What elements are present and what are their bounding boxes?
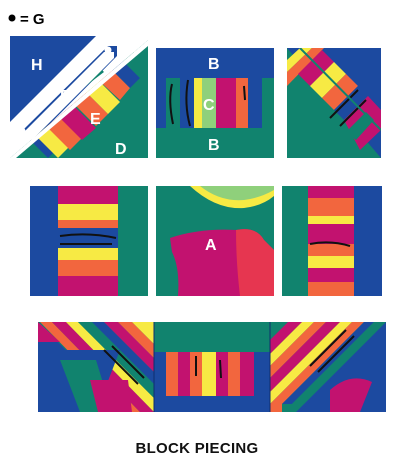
block-center-a: A <box>156 186 274 296</box>
label-f: F <box>60 88 70 105</box>
diagram-caption: BLOCK PIECING <box>0 440 394 457</box>
block-vertical-stripes-left <box>30 186 148 296</box>
block-diagonal-assembled <box>287 48 381 158</box>
legend-dot-icon <box>9 15 16 22</box>
g-dot-icon <box>123 41 130 48</box>
label-a: A <box>205 237 217 254</box>
label-h: H <box>31 57 43 74</box>
legend: = G <box>9 11 45 28</box>
block-vertical-stripes-right <box>282 186 382 296</box>
label-d: D <box>115 141 127 158</box>
legend-text: = G <box>20 11 45 28</box>
label-e: E <box>90 111 101 128</box>
label-c: C <box>203 97 215 114</box>
label-b-top: B <box>208 56 220 73</box>
diagonal-unit-block: H F E D <box>10 36 148 158</box>
block-bottom-assembled <box>38 322 386 412</box>
block-bcb: B C B <box>156 48 274 158</box>
label-b-bottom: B <box>208 137 220 154</box>
g-dot-icon <box>19 128 26 135</box>
